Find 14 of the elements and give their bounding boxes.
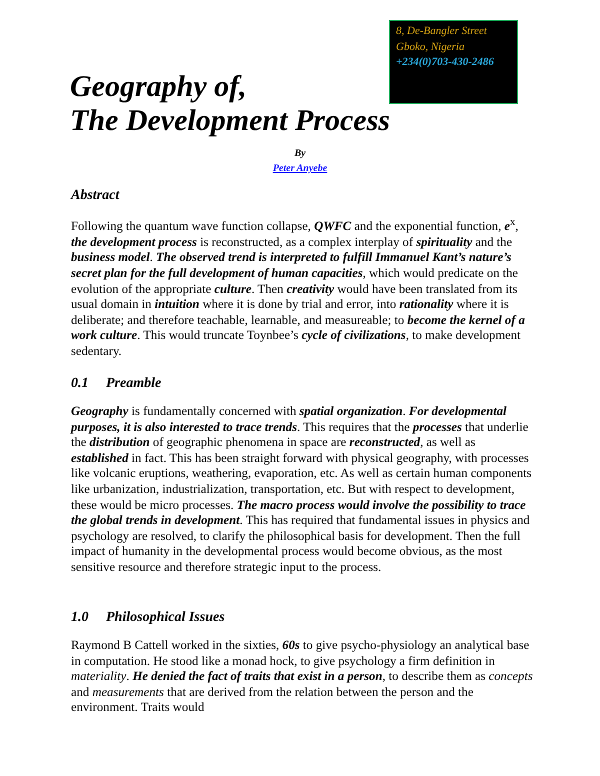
document-title: Geography of, The Development Process	[70, 70, 390, 138]
section-heading: Philosophical Issues	[106, 610, 225, 626]
section-heading: Abstract	[71, 188, 120, 204]
section-heading: Preamble	[106, 376, 162, 392]
section-number: 1.0	[71, 610, 88, 626]
body-paragraph: Geography is fundamentally concerned with spatial organization. For developmental purposes, it is also interested to trace trends. This requires that the processes that underlie the distribution of geographic phenomena in space are reconstructed, as well as established in fact. This has been straight forward with physical geography, with processes like volcanic eruptions, weathering, evaporation, etc. As well as certain human components like urbanization, industrialization, transportation, etc. But with respect to development, these would be micro processes. The macro process would involve the possibility to trace the global trends in development. This has required that fundamental issues in physics and psychology are resolved, to clarify the philosophical basis for development. Then the full impact of humanity in the developmental process would become obvious, as the most sensitive resource and therefore strategic input to the process.	[71, 404, 533, 576]
author-name: Peter Anyebe	[272, 163, 328, 174]
byline: By	[293, 148, 307, 159]
section-number: 0.1	[71, 376, 88, 392]
abstract-paragraph: Following the quantum wave function collapse, QWFC and the exponential function, e$^{x}$, the development process is reconstructed, as a complex interplay of spirituality and the business model. The observed trend is interpreted to fulfill Immanuel Kant’s nature’s secret plan for the full development of human capacities, which would predicate on the evolution of the appropriate culture. Then creativity would have been translated from its usual domain in intuition where it is done by trial and error, into rationality where it is deliberate; and therefore teachable, learnable, and measureable; to become the kernel of a work culture. This would truncate Toynbee’s cycle of civilizations, to make development sedentary.	[71, 216, 526, 360]
address-line: Gboko, Nigeria	[396, 41, 464, 53]
body-paragraph: Raymond B Cattell worked in the sixties, 60s to give psycho-physiology an analytical base in computation. He stood like a monad hock, to give psychology a firm definition in materiality. He denied the fact of traits that exist in a person, to describe them as concepts and measurements that are derived from the relation between the person and the environment. Traits would	[71, 638, 533, 716]
phone-number: +234(0)703-430-2486	[396, 56, 494, 68]
address-line: 8, De-Bangler Street	[396, 25, 487, 37]
